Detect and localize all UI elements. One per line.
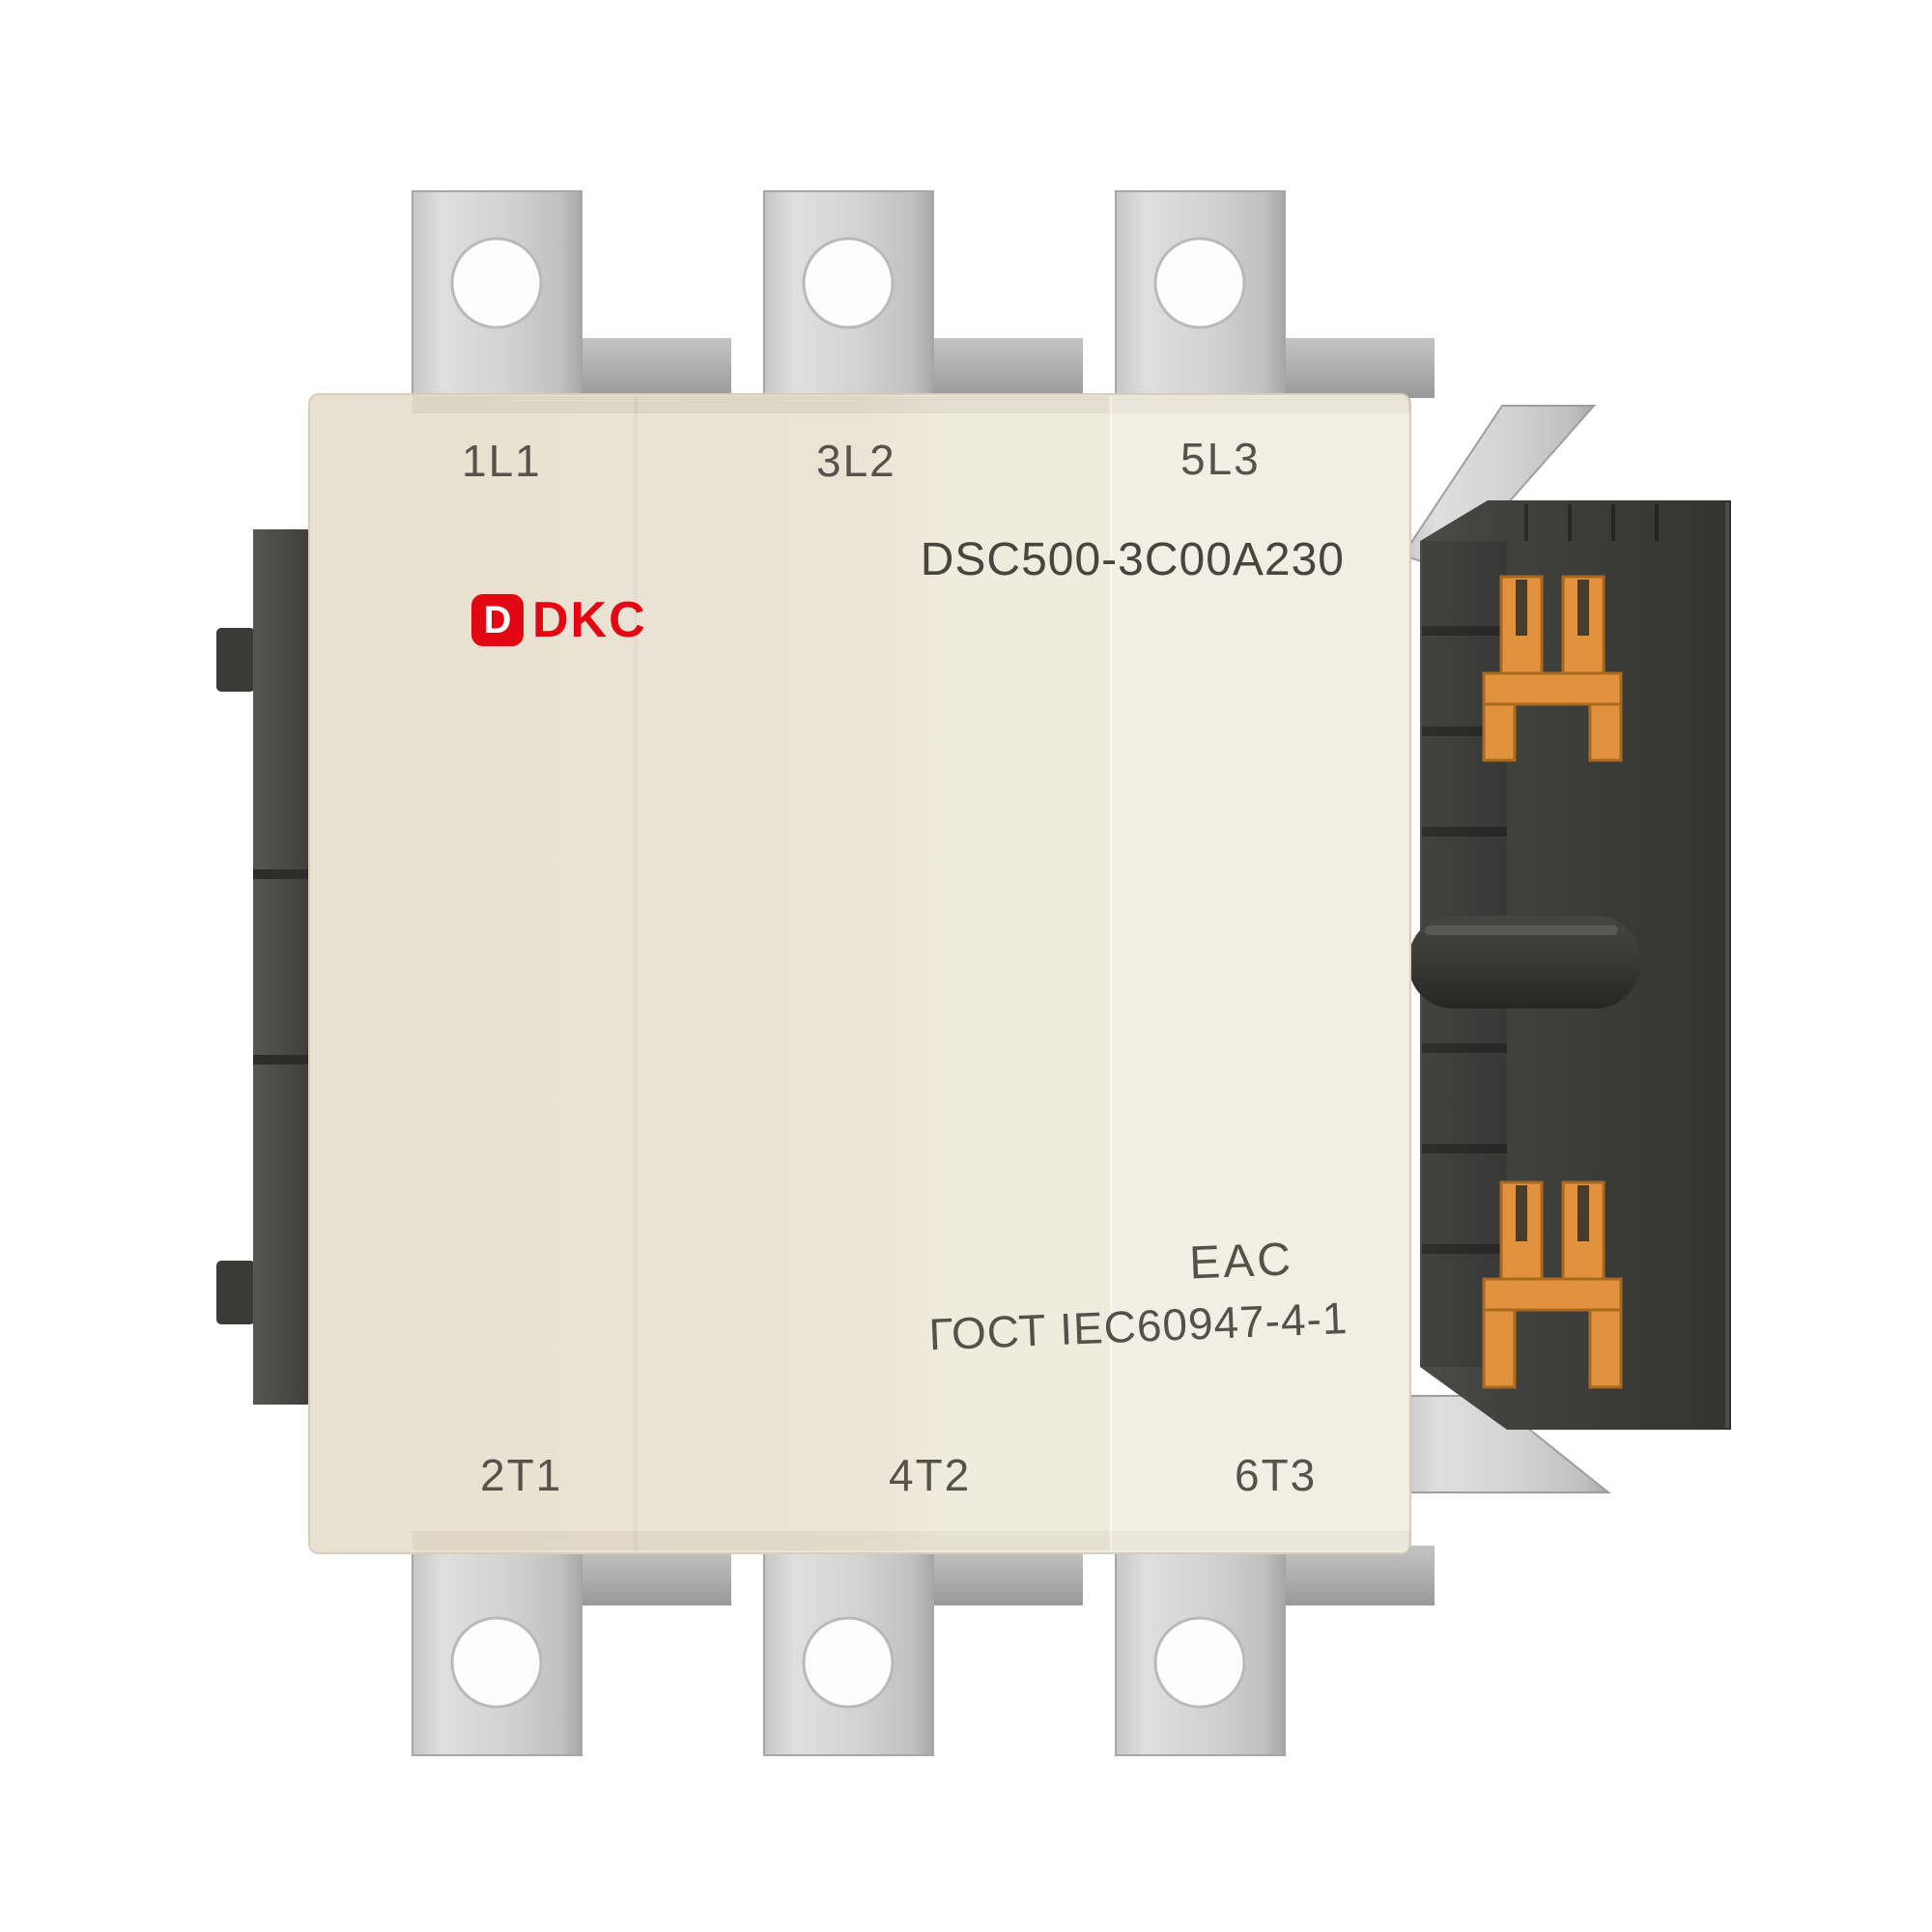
- terminal-hole: [450, 237, 543, 329]
- left-mounting-strip: [216, 529, 319, 1405]
- terminal-hole: [450, 1616, 543, 1709]
- clip-slot: [1516, 1185, 1527, 1241]
- top-terminals: [412, 190, 1435, 399]
- terminal-hole: [1153, 237, 1246, 329]
- terminal-label-1L1: 1L1: [462, 436, 542, 486]
- terminal-label-4T2: 4T2: [889, 1450, 972, 1500]
- front-panel: [308, 393, 1411, 1554]
- terminal-label-6T3: 6T3: [1235, 1450, 1318, 1500]
- panel-highlight: [1111, 396, 1408, 1551]
- terminal-hole: [802, 237, 895, 329]
- aux-terminal-clip-upper: [1482, 575, 1623, 762]
- terminal-tab-1L1: [412, 190, 731, 399]
- terminal-hole: [802, 1616, 895, 1709]
- terminal-label-2T1: 2T1: [480, 1450, 563, 1500]
- terminal-hole: [1153, 1616, 1246, 1709]
- bottom-terminals: [412, 1546, 1435, 1756]
- terminal-tab-6T3: [1115, 1546, 1435, 1756]
- terminal-label-5L3: 5L3: [1180, 434, 1261, 484]
- right-housing: [1401, 405, 1731, 1493]
- brand-name: DKC: [532, 592, 647, 648]
- terminal-label-3L2: 3L2: [816, 436, 896, 486]
- clip-slot: [1577, 1185, 1589, 1241]
- clip-slot: [1516, 580, 1527, 636]
- armature-rod: [1408, 916, 1640, 1009]
- terminal-tab-3L2: [763, 190, 1083, 399]
- dkc-logo-icon: D: [471, 594, 524, 646]
- brand-logo: D DKC: [471, 591, 647, 649]
- clip-slot: [1577, 580, 1589, 636]
- terminal-tab-2T1: [412, 1546, 731, 1756]
- terminal-tab-4T2: [763, 1546, 1083, 1756]
- certification-block: EAC ГОСТ IEC60947-4-1: [925, 1231, 1349, 1360]
- model-number: DSC500-3C00A230: [920, 534, 1345, 585]
- terminal-tab-5L3: [1115, 190, 1435, 399]
